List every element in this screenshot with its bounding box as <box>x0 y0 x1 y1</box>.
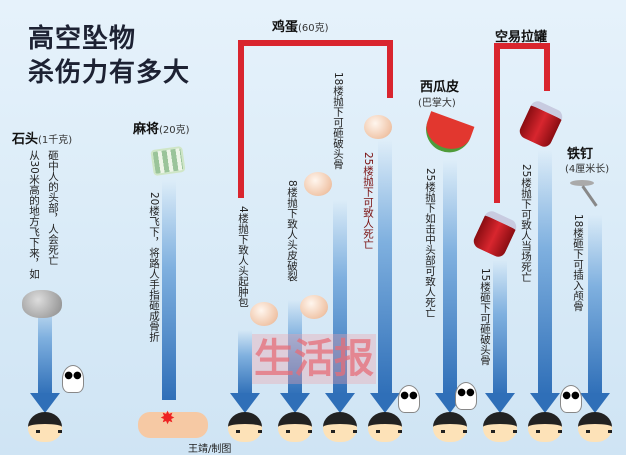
ghost-icon: ●● <box>62 365 84 393</box>
arrow-icon <box>485 393 515 413</box>
egg-text-8: 8楼抛下致人头皮破裂 <box>286 180 298 282</box>
arrow-icon <box>280 393 310 413</box>
hand-icon <box>138 412 208 438</box>
can-label: 空易拉罐 <box>495 30 548 45</box>
bracket <box>494 43 500 203</box>
watermelon-size: (巴掌大) <box>418 98 456 109</box>
nail-size: (4厘米长) <box>565 164 610 175</box>
egg-icon <box>250 302 278 326</box>
can-icon <box>517 98 565 150</box>
fall-bar <box>333 200 347 395</box>
egg-text-18: 18楼抛下可砸破头骨 <box>332 72 344 170</box>
egg-label: 鸡蛋(60克) <box>272 20 329 35</box>
nail-shaft <box>581 185 598 207</box>
title-line-2: 杀伤力有多大 <box>28 58 191 88</box>
nail-icon <box>570 180 594 186</box>
fall-bar <box>288 300 302 395</box>
egg-icon <box>364 115 392 139</box>
fall-bar <box>443 160 457 395</box>
stone-label: 石头(1千克) <box>12 132 73 147</box>
watermelon-label: 西瓜皮 <box>420 80 460 95</box>
injury-icon: ✸ <box>160 408 176 429</box>
egg-icon <box>300 295 328 319</box>
stone-icon <box>22 290 62 318</box>
watermelon-text: 25楼抛下如击中头部可致人死亡 <box>424 168 436 318</box>
head-icon <box>28 412 62 442</box>
head-icon <box>278 412 312 442</box>
arrow-icon <box>325 393 355 413</box>
head-icon <box>323 412 357 442</box>
ghost-icon: ●● <box>398 385 420 413</box>
egg-text-4: 4楼抛下致人头起肿包 <box>237 206 249 308</box>
head-icon <box>578 412 612 442</box>
watermark-bg <box>252 334 376 384</box>
mahjong-text: 20楼飞下，将路人手指砸成骨折 <box>148 192 160 342</box>
stone-text-1: 从30米高的地方飞下来，如 <box>28 150 40 279</box>
head-icon <box>483 412 517 442</box>
watermark-logo: 生活报 <box>254 335 374 382</box>
watermelon-icon <box>419 111 475 159</box>
fall-bar <box>238 330 252 395</box>
fall-bar <box>38 300 52 395</box>
can-text-25: 25楼抛下可致人当场死亡 <box>520 164 532 283</box>
fall-bar <box>162 180 176 400</box>
arrow-icon <box>30 393 60 413</box>
head-icon <box>528 412 562 442</box>
fall-bar <box>378 140 392 395</box>
title: 高空坠物杀伤力有多大 <box>28 22 190 90</box>
ghost-icon: ●● <box>560 385 582 413</box>
bracket <box>387 40 393 98</box>
egg-text-25: 25楼抛下可致人死亡 <box>362 152 374 250</box>
can-text-15: 15楼砸下可砸破头骨 <box>479 268 491 366</box>
head-icon <box>433 412 467 442</box>
stone-text-2: 砸中人的头部，人会死亡 <box>47 150 59 266</box>
credit: 王靖/制图 <box>188 444 232 455</box>
can-icon <box>471 208 519 260</box>
ghost-icon: ●● <box>455 382 477 410</box>
nail-label: 铁钉 <box>567 147 594 162</box>
bracket <box>238 40 244 198</box>
bracket <box>494 43 550 49</box>
mahjong-tile-icon <box>150 145 186 177</box>
egg-icon <box>304 172 332 196</box>
arrow-icon <box>370 393 400 413</box>
arrow-icon <box>530 393 560 413</box>
arrow-icon <box>580 393 610 413</box>
head-icon <box>228 412 262 442</box>
fall-bar <box>588 215 602 395</box>
fall-bar <box>493 260 507 395</box>
arrow-icon <box>230 393 260 413</box>
nail-text: 18楼砸下可插入颅骨 <box>572 214 584 312</box>
bracket <box>544 43 550 91</box>
mahjong-label: 麻将(20克) <box>133 122 190 137</box>
fall-bar <box>538 150 552 395</box>
head-icon <box>368 412 402 442</box>
bracket <box>238 40 393 46</box>
title-line-1: 高空坠物 <box>28 24 137 54</box>
